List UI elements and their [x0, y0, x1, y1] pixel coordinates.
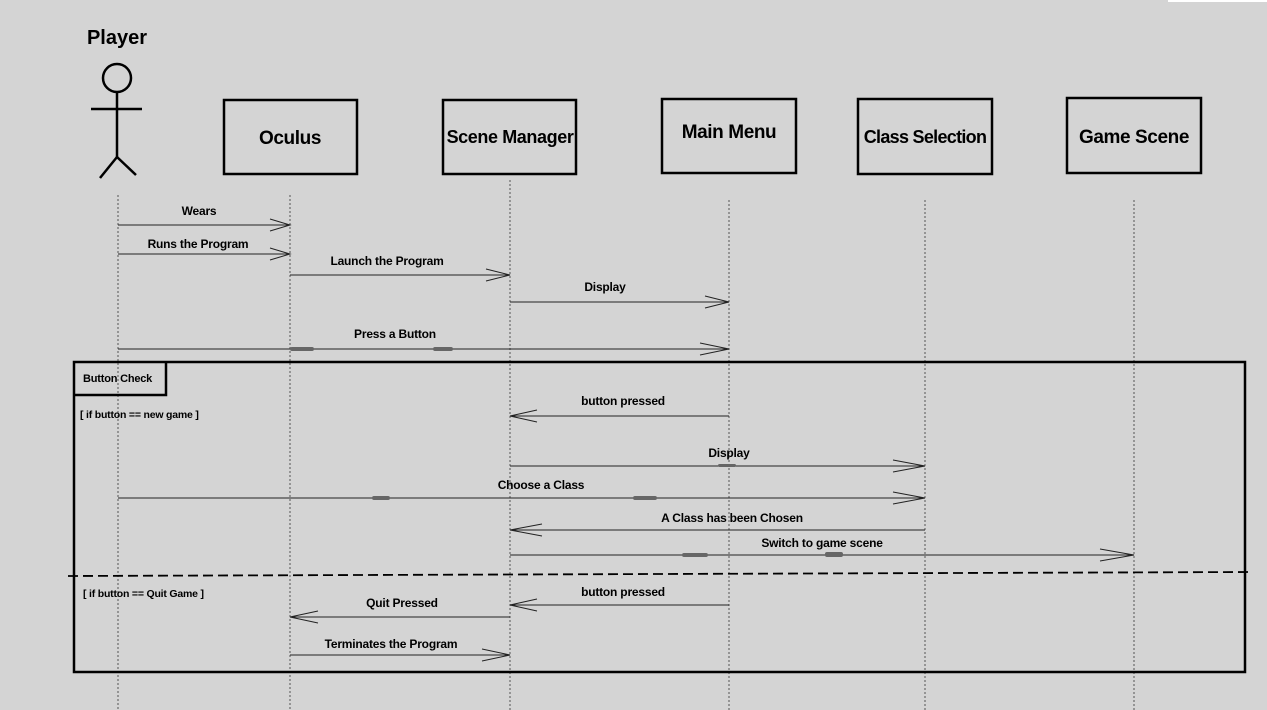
message-label: Terminates the Program — [325, 637, 458, 651]
object-box — [1065, 96, 1203, 175]
message-display-class-selection — [510, 459, 926, 473]
message-terminates-the-program — [290, 648, 511, 662]
message-switch-to-game-scene — [510, 548, 1135, 562]
message-label: Press a Button — [354, 327, 436, 341]
object-label: Game Scene — [1079, 127, 1189, 148]
message-runs-the-program — [118, 247, 292, 261]
object-class-selection: Class Selection — [856, 97, 994, 176]
message-label: Launch the Program — [330, 254, 443, 268]
guard-quit-game: [ if button == Quit Game ] — [83, 588, 204, 600]
fragment-label-tab — [74, 362, 168, 397]
fragment-separator — [67, 571, 1251, 577]
fragment-label: Button Check — [83, 373, 153, 385]
messages — [118, 218, 1135, 662]
fragment-button-check: Button Check [ if button == new game ] [… — [67, 360, 1251, 674]
message-label: Display — [584, 280, 626, 294]
message-button-pressed-1 — [509, 409, 729, 423]
message-launch-the-program — [290, 268, 511, 282]
object-box — [660, 97, 798, 175]
object-main-menu: Main Menu — [660, 97, 798, 175]
message-label: button pressed — [581, 585, 665, 599]
object-box — [222, 98, 359, 176]
object-label: Oculus — [259, 128, 321, 149]
message-labels: Wears Runs the Program Launch the Progra… — [148, 204, 884, 651]
corner-artifact — [1168, 0, 1267, 2]
lifelines — [117, 180, 1135, 710]
message-label: Choose a Class — [498, 478, 585, 492]
object-label: Main Menu — [682, 122, 777, 143]
object-box — [856, 97, 994, 176]
object-scene-manager: Scene Manager — [441, 98, 578, 176]
message-press-a-button — [118, 342, 730, 356]
message-label: Runs the Program — [148, 237, 249, 251]
message-label: Quit Pressed — [366, 596, 438, 610]
message-a-class-has-been-chosen — [509, 523, 925, 537]
message-label: Switch to game scene — [761, 536, 883, 550]
guard-new-game: [ if button == new game ] — [80, 409, 199, 421]
message-quit-pressed — [289, 610, 510, 624]
message-label: A Class has been Chosen — [661, 511, 803, 525]
object-game-scene: Game Scene — [1065, 96, 1203, 175]
message-choose-a-class — [118, 491, 926, 505]
message-label: Display — [708, 446, 750, 460]
scan-smudges — [290, 347, 843, 557]
stick-figure-icon — [91, 62, 142, 179]
actor-name: Player — [87, 27, 147, 49]
message-label: Wears — [182, 204, 217, 218]
object-label: Scene Manager — [447, 127, 574, 147]
message-wears — [118, 218, 292, 232]
object-label: Class Selection — [864, 127, 987, 147]
message-button-pressed-2 — [509, 598, 729, 612]
object-box — [441, 98, 578, 176]
actor-player: Player — [87, 27, 147, 179]
message-label: button pressed — [581, 394, 665, 408]
message-display-main-menu — [510, 295, 730, 309]
fragment-frame — [72, 360, 1247, 674]
object-oculus: Oculus — [222, 98, 359, 176]
